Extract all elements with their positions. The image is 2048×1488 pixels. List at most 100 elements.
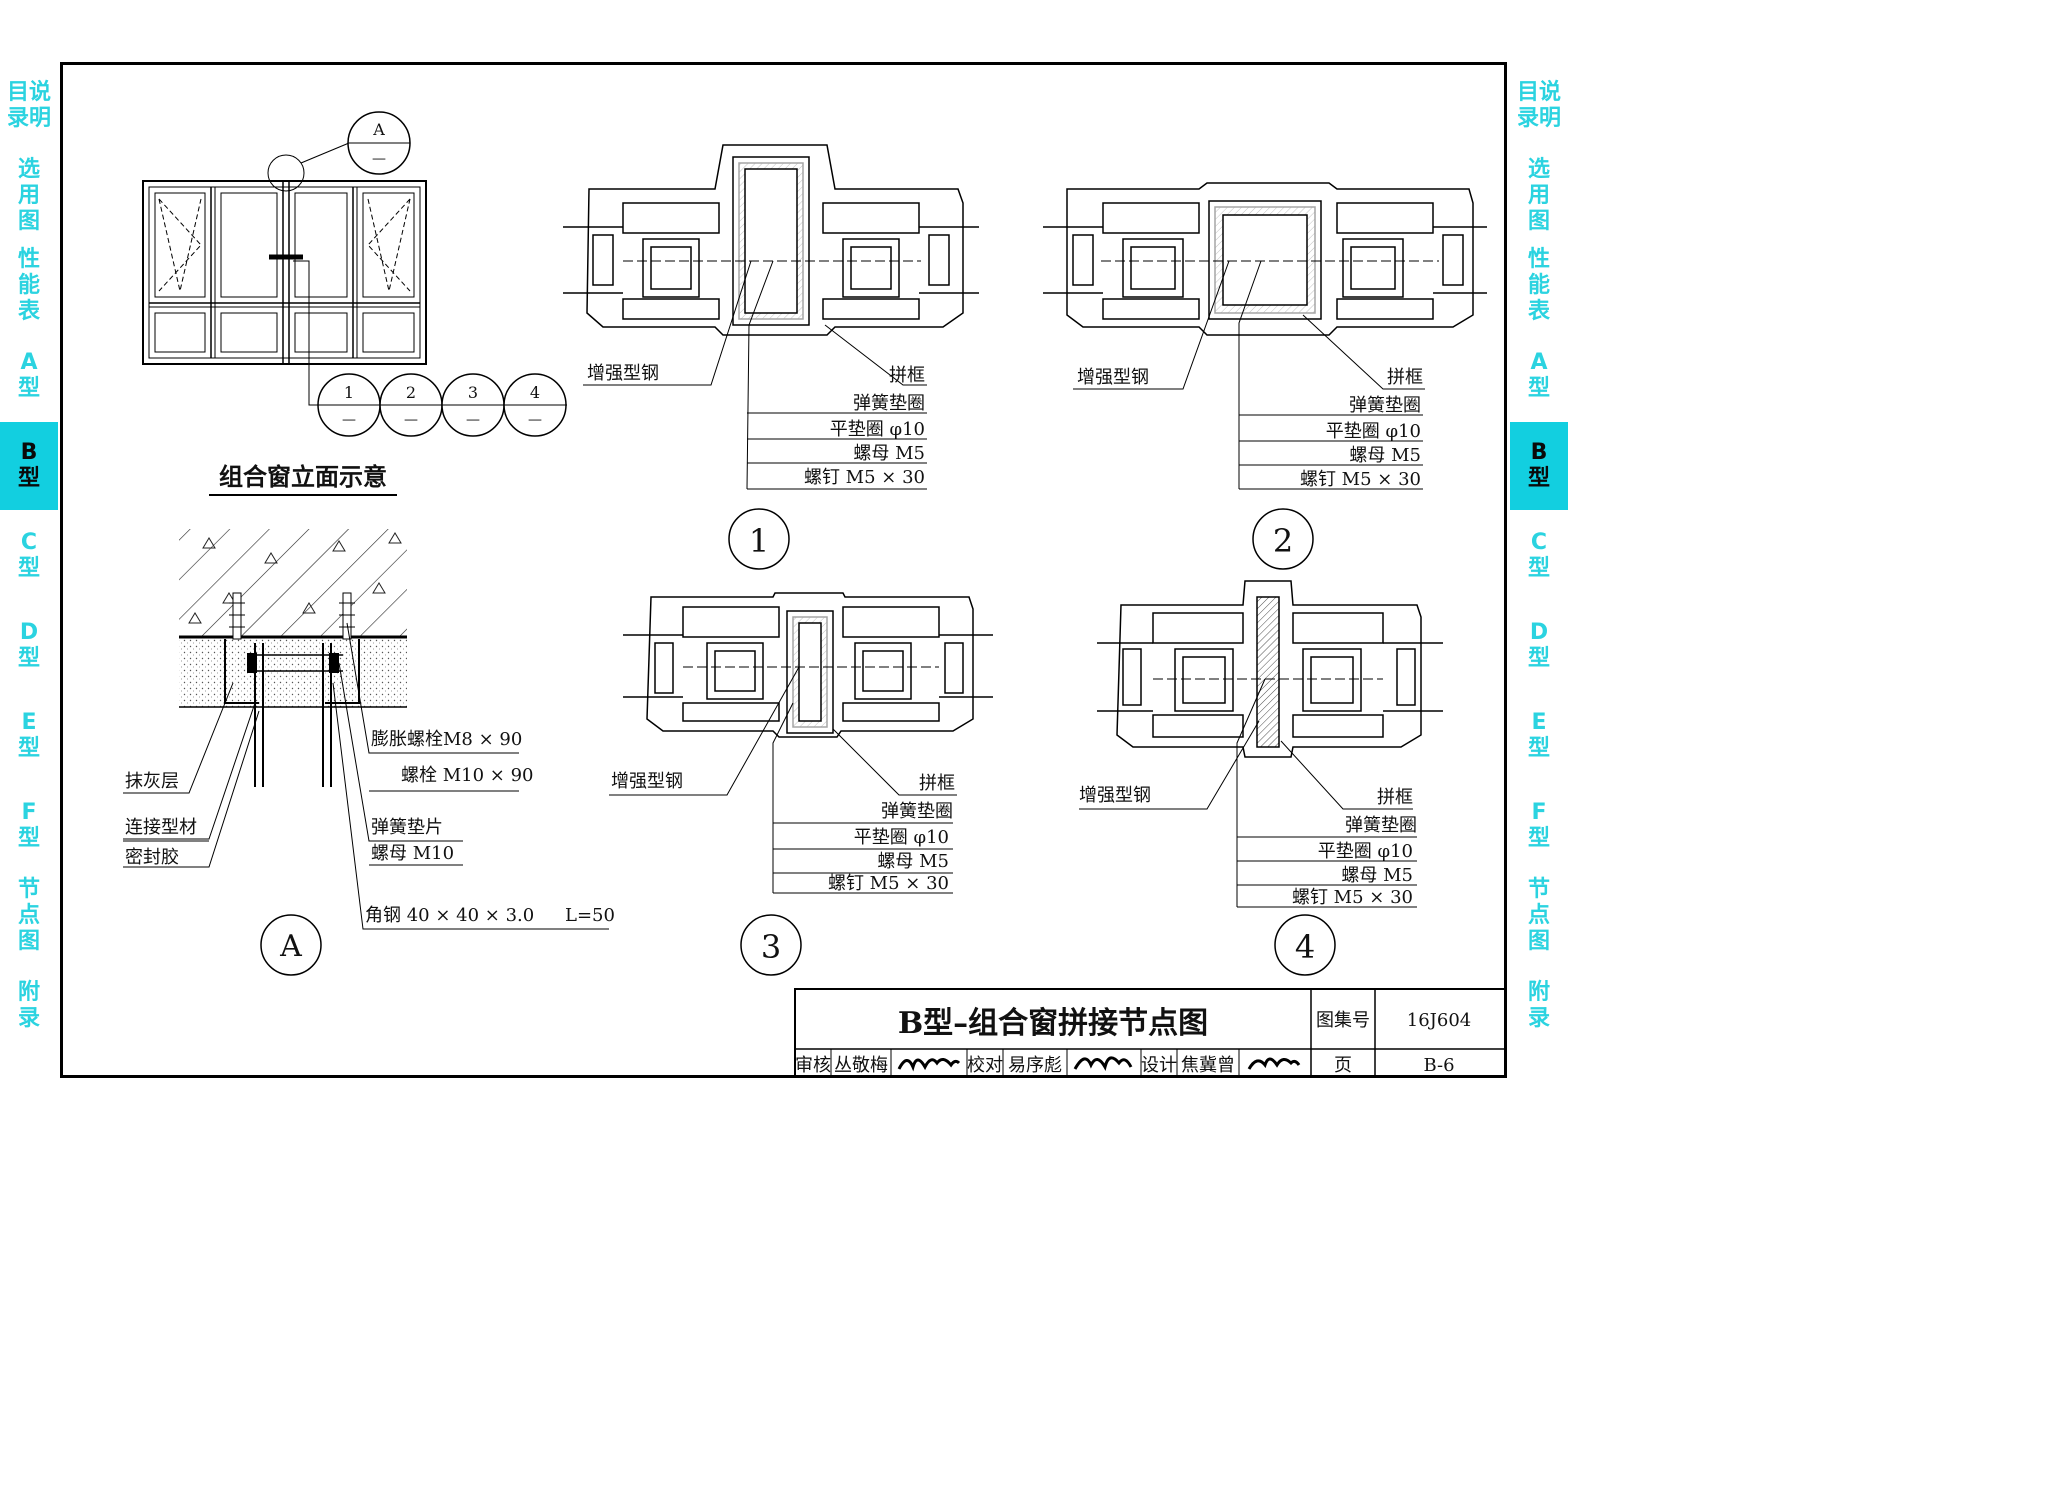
nav-tab-label: E 型 <box>1527 710 1550 761</box>
svg-text:4: 4 <box>530 383 540 402</box>
label-bolt: 螺栓 M10 × 90 <box>401 765 534 786</box>
review-label: 审核 <box>795 1055 831 1075</box>
detail-ref-den: — <box>372 151 386 167</box>
label-length: L=50 <box>565 905 615 926</box>
nav-tab-5[interactable]: C 型 <box>0 512 58 602</box>
label-sealant: 密封胶 <box>125 847 179 868</box>
node-1: 增强型钢 拼框 弹簧垫圈 平垫圈 φ10 螺母 M5 螺钉 M5 × 30 1 <box>563 144 979 570</box>
svg-text:2: 2 <box>406 383 416 402</box>
elevation-diagram: A — 1 — 2 — 3 — 4 — 组合窗立面示意 <box>142 111 567 496</box>
nav-tab-8[interactable]: F 型 <box>1510 782 1568 872</box>
svg-text:—: — <box>466 412 480 428</box>
nav-tab-label: C 型 <box>1527 530 1550 581</box>
detail-a-marker: A <box>279 929 302 964</box>
nav-tab-6[interactable]: D 型 <box>0 602 58 692</box>
node3-frame: 拼框 <box>919 773 955 794</box>
nav-tab-9[interactable]: 节 点 图 <box>1510 872 1568 962</box>
node4-screw: 螺钉 M5 × 30 <box>1292 887 1413 908</box>
svg-text:3: 3 <box>468 383 478 402</box>
node3-steel: 增强型钢 <box>611 771 683 792</box>
svg-text:—: — <box>404 412 418 428</box>
nav-tab-3[interactable]: A 型 <box>1510 332 1568 422</box>
nav-tab-4[interactable]: B 型 <box>1510 422 1568 512</box>
designer-name: 焦冀曾 <box>1181 1055 1235 1075</box>
page-number: B-6 <box>1423 1055 1454 1075</box>
node3-marker: 3 <box>761 928 781 966</box>
nav-tab-label: 目说 录明 <box>1516 80 1561 131</box>
nav-tab-label: 选 用 图 <box>17 157 40 234</box>
nav-tab-10[interactable]: 附 录 <box>0 962 58 1052</box>
nav-tab-7[interactable]: E 型 <box>1510 692 1568 782</box>
label-plaster: 抹灰层 <box>125 771 179 792</box>
node3-screw: 螺钉 M5 × 30 <box>828 873 949 894</box>
node2-marker: 2 <box>1273 522 1293 560</box>
detail-a: 抹灰层 连接型材 密封胶 膨胀螺栓M8 × 90 螺栓 M10 × 90 弹簧垫… <box>123 529 615 976</box>
nav-tab-label: 目说 录明 <box>6 80 51 131</box>
nav-tab-4[interactable]: B 型 <box>0 422 58 512</box>
nav-tab-label: 附 录 <box>17 980 40 1031</box>
nav-tab-7[interactable]: E 型 <box>0 692 58 782</box>
node4-steel: 增强型钢 <box>1079 785 1151 806</box>
designer-signature <box>1247 1057 1301 1070</box>
node4-marker: 4 <box>1295 928 1315 966</box>
node3-spring: 弹簧垫圈 <box>881 801 953 822</box>
node-3: 增强型钢 拼框 弹簧垫圈 平垫圈 φ10 螺母 M5 螺钉 M5 × 30 3 <box>609 592 993 976</box>
nav-tab-label: E 型 <box>17 710 40 761</box>
node1-marker: 1 <box>749 522 769 560</box>
node2-washer: 平垫圈 φ10 <box>1326 421 1421 442</box>
section-ref-4: 4 — <box>503 373 567 437</box>
check-label: 校对 <box>967 1055 1003 1075</box>
elevation-caption: 组合窗立面示意 <box>219 462 387 491</box>
nav-tab-label: 节 点 图 <box>17 877 40 954</box>
drawing-canvas: A — 1 — 2 — 3 — 4 — 组合窗立面示意 <box>123 111 1510 1080</box>
nav-tab-1[interactable]: 选 用 图 <box>0 152 58 242</box>
node1-nut: 螺母 M5 <box>853 443 925 464</box>
reviewer-name: 丛敬梅 <box>834 1055 888 1075</box>
nav-tab-label: D 型 <box>1527 620 1550 671</box>
node2-spring: 弹簧垫圈 <box>1349 395 1421 416</box>
nav-tab-label: A 型 <box>1527 350 1550 401</box>
node2-frame: 拼框 <box>1387 367 1423 388</box>
nav-tab-10[interactable]: 附 录 <box>1510 962 1568 1052</box>
page-label: 页 <box>1334 1055 1352 1075</box>
nav-tab-9[interactable]: 节 点 图 <box>0 872 58 962</box>
nav-tab-5[interactable]: C 型 <box>1510 512 1568 602</box>
reviewer-signature <box>897 1058 961 1072</box>
node4-washer: 平垫圈 φ10 <box>1318 841 1413 862</box>
nav-tab-label: F 型 <box>17 800 40 851</box>
design-label: 设计 <box>1141 1055 1177 1075</box>
nav-tab-2[interactable]: 性 能 表 <box>0 242 58 332</box>
node2-nut: 螺母 M5 <box>1349 445 1421 466</box>
drawing-sheet: A — 1 — 2 — 3 — 4 — 组合窗立面示意 <box>60 62 1510 1080</box>
nav-tab-label: 性 能 表 <box>17 247 40 324</box>
nav-tab-3[interactable]: A 型 <box>0 332 58 422</box>
svg-text:—: — <box>342 412 356 428</box>
nav-tab-2[interactable]: 性 能 表 <box>1510 242 1568 332</box>
node2-screw: 螺钉 M5 × 30 <box>1300 469 1421 490</box>
nav-tab-8[interactable]: F 型 <box>0 782 58 872</box>
nav-tab-label: F 型 <box>1527 800 1550 851</box>
node3-washer: 平垫圈 φ10 <box>854 827 949 848</box>
sheet-title: B型–组合窗拼接节点图 <box>898 1006 1208 1041</box>
node1-steel: 增强型钢 <box>587 363 659 384</box>
section-ref-1: 1 — <box>317 373 381 437</box>
section-ref-2: 2 — <box>379 373 443 437</box>
nav-tab-0[interactable]: 目说 录明 <box>1510 62 1568 152</box>
node3-nut: 螺母 M5 <box>877 851 949 872</box>
nav-tab-label: D 型 <box>17 620 40 671</box>
title-block: B型–组合窗拼接节点图 图集号 16J604 审核 丛敬梅 校对 易序彪 设计 … <box>794 988 1510 1080</box>
label-spring-washer: 弹簧垫片 <box>371 817 443 838</box>
label-nut: 螺母 M10 <box>371 843 454 864</box>
nav-tab-label: B 型 <box>17 440 40 491</box>
nav-tab-0[interactable]: 目说 录明 <box>0 62 58 152</box>
atlas-label: 图集号 <box>1316 1010 1370 1031</box>
checker-name: 易序彪 <box>1008 1055 1062 1075</box>
nav-tab-label: 附 录 <box>1527 980 1550 1031</box>
checker-signature <box>1073 1056 1133 1071</box>
nav-tab-label: 节 点 图 <box>1527 877 1550 954</box>
node-4: 增强型钢 拼框 弹簧垫圈 平垫圈 φ10 螺母 M5 螺钉 M5 × 30 4 <box>1079 580 1443 976</box>
nav-tab-1[interactable]: 选 用 图 <box>1510 152 1568 242</box>
node4-spring: 弹簧垫圈 <box>1345 815 1417 836</box>
nav-tab-6[interactable]: D 型 <box>1510 602 1568 692</box>
node1-spring: 弹簧垫圈 <box>853 393 925 414</box>
